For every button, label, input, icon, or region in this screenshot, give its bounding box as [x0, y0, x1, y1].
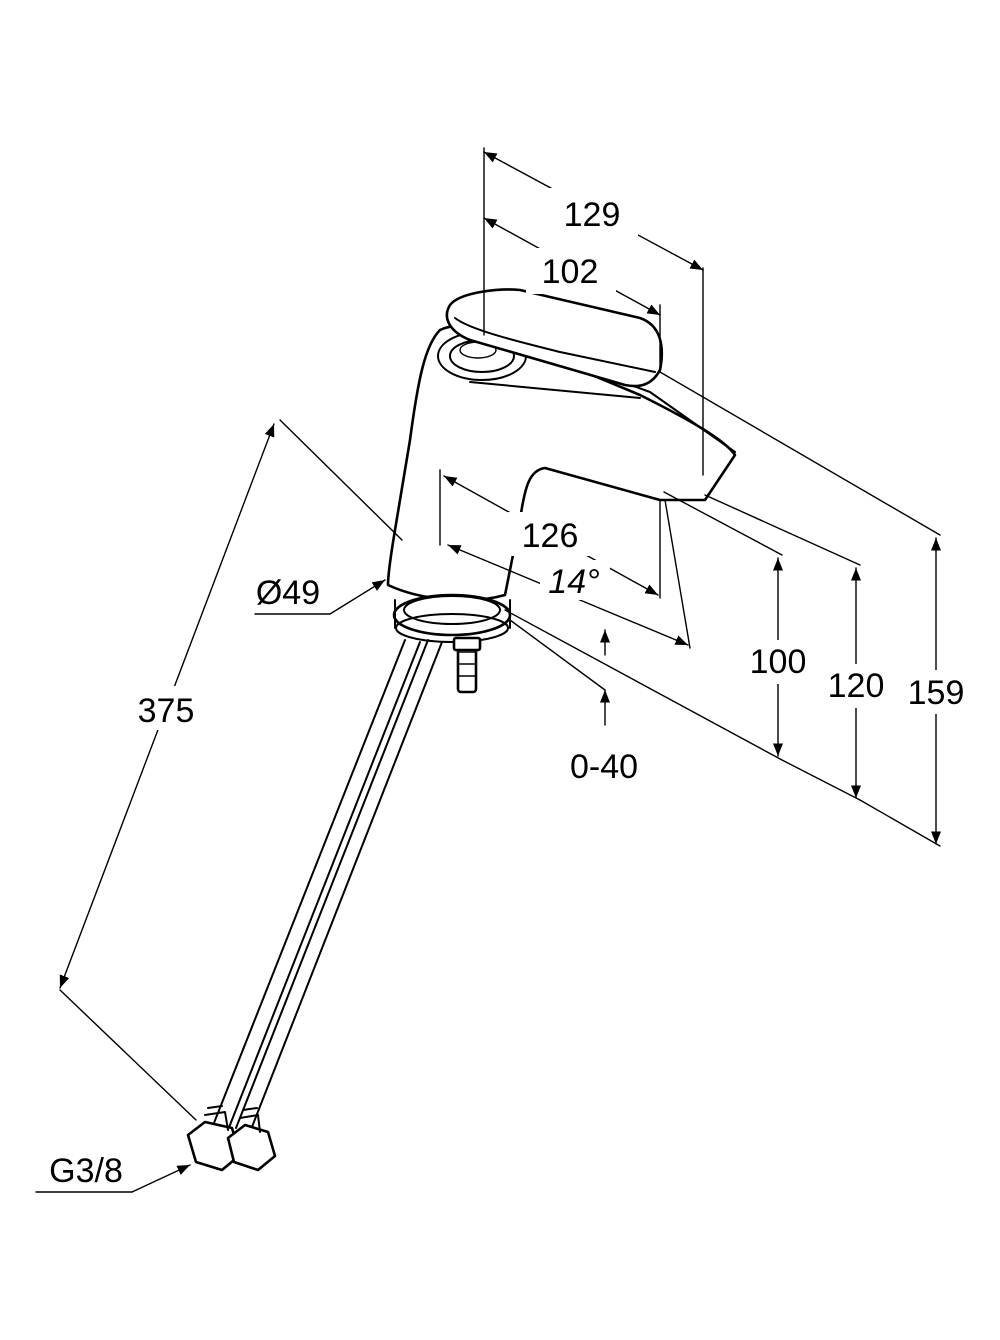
dim-hose-length: 375	[59, 423, 275, 1121]
dim-body-height: 120	[704, 494, 890, 801]
label-120: 120	[828, 667, 885, 705]
dim-total-height: 159	[659, 371, 972, 847]
label-14deg: 14°	[548, 563, 599, 601]
dim-spout-height: 100	[504, 491, 814, 761]
label-159: 159	[908, 674, 965, 712]
label-g3-8: G3/8	[49, 1152, 123, 1190]
supply-hoses	[186, 639, 443, 1172]
dim-width-lever: 102	[483, 217, 661, 371]
dim-countertop: 0-40	[509, 619, 638, 786]
label-d49: Ø49	[256, 574, 320, 612]
hose-fittings	[186, 1105, 277, 1172]
label-100: 100	[750, 643, 807, 681]
label-375: 375	[138, 692, 195, 730]
label-102: 102	[542, 253, 599, 291]
label-126: 126	[522, 517, 579, 555]
faucet-base	[392, 593, 512, 694]
dim-spout-reach: 126 14°	[439, 469, 691, 649]
label-129: 129	[564, 196, 621, 234]
label-0-40: 0-40	[570, 748, 638, 786]
dim-diameter-base: Ø49	[254, 419, 403, 615]
dim-connection-thread: G3/8	[35, 1152, 191, 1193]
